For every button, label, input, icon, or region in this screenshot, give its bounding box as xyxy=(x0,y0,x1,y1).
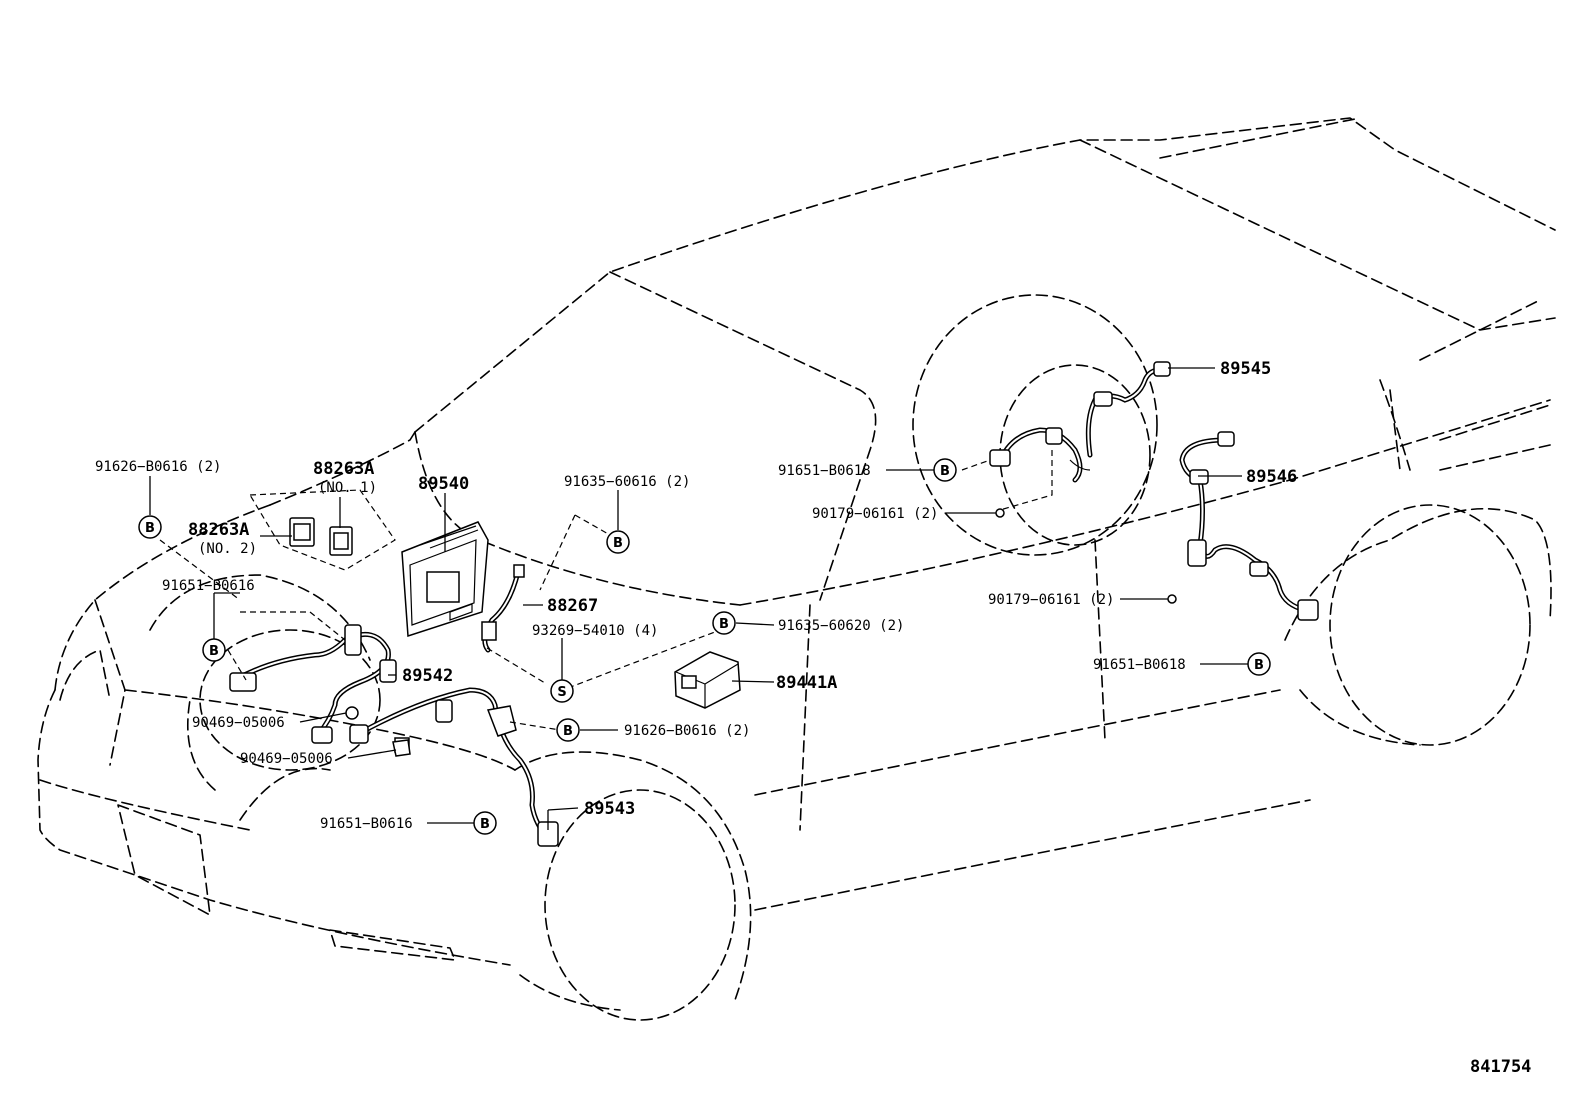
label-88263a-no1: 88263A xyxy=(313,459,374,479)
svg-text:B: B xyxy=(719,617,729,632)
label-91635-60616: 91635−60616 (2) xyxy=(564,474,690,490)
circled-symbol-b-6: B xyxy=(712,611,736,635)
part-labels: 91626−B0616 (2) 88263A (NO. 1) 88263A (N… xyxy=(95,359,1531,1077)
label-88263a-no2-sub: (NO. 2) xyxy=(198,541,257,557)
relay-88263a-group xyxy=(248,489,396,571)
label-89546: 89546 xyxy=(1246,467,1297,487)
label-89540: 89540 xyxy=(418,474,469,494)
circled-symbol-s-1: S xyxy=(550,679,574,703)
label-91626-b0616-left: 91626−B0616 (2) xyxy=(95,459,221,475)
leader-lines xyxy=(149,367,1248,830)
label-88263a-no2: 88263A xyxy=(188,520,249,540)
label-90469-05006-b: 90469−05006 xyxy=(240,751,333,767)
circled-symbol-b-3: B xyxy=(202,638,226,662)
sensor-88267 xyxy=(481,564,525,653)
circled-symbol-b-7: B xyxy=(933,458,957,482)
label-91651-b0616-bottom: 91651−B0616 xyxy=(320,816,413,832)
label-93269-54010: 93269−54010 (4) xyxy=(532,623,658,639)
svg-text:B: B xyxy=(209,644,219,659)
svg-text:B: B xyxy=(563,724,573,739)
figure-number: 841754 xyxy=(1470,1057,1531,1077)
car-body-outline xyxy=(37,117,1556,1021)
nut-90179-top xyxy=(995,508,1005,518)
svg-text:B: B xyxy=(480,817,490,832)
label-91635-60620: 91635−60620 (2) xyxy=(778,618,904,634)
circled-symbol-b-8: B xyxy=(1247,652,1271,676)
label-89542: 89542 xyxy=(402,666,453,686)
label-91651-b0616-top: 91651−B0616 xyxy=(162,578,255,594)
svg-text:S: S xyxy=(557,685,566,700)
front-left-brake-disc xyxy=(149,574,381,791)
svg-text:B: B xyxy=(1254,658,1264,673)
clip-90469-a xyxy=(345,706,359,720)
sensor-89542-harness xyxy=(229,611,397,744)
circled-symbol-b-1: B xyxy=(138,515,162,539)
sensor-89545-harness xyxy=(989,361,1171,511)
svg-text:B: B xyxy=(940,464,950,479)
label-89545: 89545 xyxy=(1220,359,1271,379)
sensor-89546-harness xyxy=(1179,431,1319,621)
circled-symbol-b-2: B xyxy=(606,530,630,554)
label-89543: 89543 xyxy=(584,799,635,819)
label-90179-06161-right: 90179−06161 (2) xyxy=(988,592,1114,608)
svg-text:B: B xyxy=(613,536,623,551)
clip-90469-b xyxy=(392,739,411,757)
label-88267: 88267 xyxy=(547,596,598,616)
sensor-89441a xyxy=(674,651,741,709)
label-89441a: 89441A xyxy=(776,673,837,693)
nut-90179-right xyxy=(1167,594,1177,604)
svg-text:B: B xyxy=(145,521,155,536)
label-91626-b0616-right: 91626−B0616 (2) xyxy=(624,723,750,739)
label-90469-05006-a: 90469−05006 xyxy=(192,715,285,731)
label-88263a-no1-sub: (NO. 1) xyxy=(318,480,377,496)
label-91651-b0618-top: 91651−B0618 xyxy=(778,463,871,479)
circled-symbol-b-5: B xyxy=(473,811,497,835)
circled-symbol-b-4: B xyxy=(556,718,580,742)
label-90179-06161-top: 90179−06161 (2) xyxy=(812,506,938,522)
rear-brake-disc xyxy=(912,294,1158,556)
abs-ecu-89540 xyxy=(401,521,489,638)
label-91651-b0618-right: 91651−B0618 xyxy=(1093,657,1186,673)
locating-lines xyxy=(159,459,991,731)
